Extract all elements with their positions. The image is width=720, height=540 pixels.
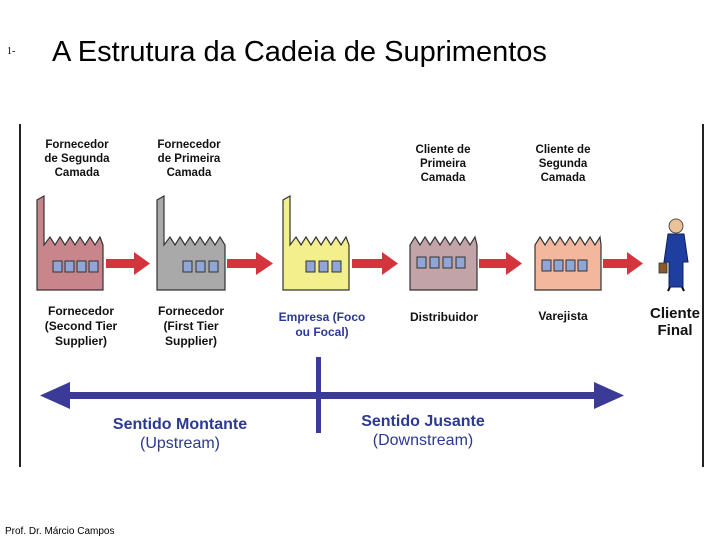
page-title: A Estrutura da Cadeia de Suprimentos	[52, 36, 547, 68]
factory-first-tier-icon	[156, 194, 226, 291]
factory-company-icon	[282, 194, 350, 291]
retailer-building-icon	[534, 235, 602, 291]
label-distributor: Distribuidor	[410, 310, 478, 324]
footer-author: Prof. Dr. Márcio Campos	[5, 526, 115, 537]
label-retailer: Varejista	[538, 309, 588, 323]
direction-axis	[40, 357, 624, 433]
slide-number: 1-	[7, 46, 16, 57]
flow-arrow-icon	[352, 252, 398, 275]
label-downstream: Sentido Jusante(Downstream)	[361, 413, 485, 449]
flow-arrow-icon	[106, 252, 150, 275]
flow-arrow-icon	[479, 252, 522, 275]
label-upstream: Sentido Montante(Upstream)	[112, 416, 248, 452]
diagram-frame	[19, 124, 704, 467]
customer-person-icon	[658, 218, 689, 292]
flow-arrow-icon	[227, 252, 273, 275]
distributor-building-icon	[409, 235, 478, 291]
flow-arrow-icon	[603, 252, 643, 275]
factory-second-tier-icon	[36, 194, 104, 291]
